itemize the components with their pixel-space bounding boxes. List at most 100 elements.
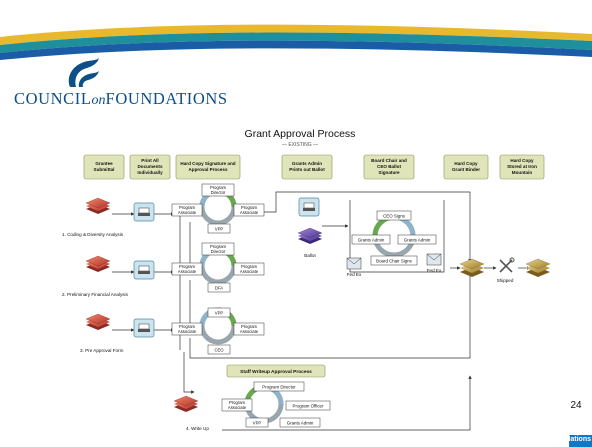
header-line: Prints out Ballot [289, 167, 325, 172]
node-text: VPP [215, 227, 224, 232]
cycle-node-right: Grants Admin [397, 234, 437, 245]
cycle-node-left: Program Associate [171, 203, 203, 217]
cycle-node-bottom: DFA [207, 282, 231, 293]
node-text: Board Chair Signs [376, 259, 412, 264]
row-labels: 1. Coding & Diversity Analysis 2. Prelim… [62, 232, 209, 431]
footer-brand-tab: ndations [569, 435, 592, 447]
node-text: CEO Signs [383, 214, 406, 219]
flame-logo-icon [68, 58, 99, 87]
printer-icon [298, 197, 320, 217]
logo-wordmark: COUNCILonFOUNDATIONS [14, 89, 228, 109]
ballot-section: Ballot CEO Signs Grants Admin Grants Adm… [297, 210, 442, 277]
header-line: Hard Copy [510, 158, 534, 163]
node-text: Associate [240, 269, 259, 274]
node-text: VPP [253, 421, 262, 426]
node-text: Program [179, 264, 196, 269]
diagram-subtitle: — EXISTING — [282, 142, 318, 148]
approval-cycle-3: VPP Program Associate Program Associate … [171, 307, 265, 355]
binder-and-shipping: Shipped [459, 257, 551, 283]
logo-text-foundations: FOUNDATIONS [105, 89, 228, 108]
cycle-node-right: Program Associate [233, 203, 265, 217]
cycle-node-top: VPP [207, 307, 231, 318]
row-label: 4. Write Up [186, 426, 209, 431]
staff-node-top: Program Director [253, 381, 305, 392]
document-stack-icon [173, 395, 199, 412]
header-line: Stored at Iron [507, 164, 537, 169]
header-line: Signature [378, 170, 400, 175]
shipped-label: Shipped [497, 278, 514, 283]
node-text: Director [211, 190, 226, 195]
header-line: Board Chair and [371, 158, 407, 163]
diagram-title: Grant Approval Process [245, 128, 356, 140]
cycle-node-right: Program Associate [233, 262, 265, 276]
node-text: Program [229, 400, 246, 405]
approval-cycle-1: Program Director Program Associate Progr… [171, 183, 265, 234]
cycle-node-bottom: Board Chair Signs [370, 255, 418, 266]
connector-lines [112, 191, 531, 431]
node-text: Associate [240, 329, 259, 334]
fedex-left: Fed Ex [347, 257, 362, 277]
staff-writeup-header: Staff Writeup Approval Process [240, 369, 312, 375]
document-stack-icon [85, 197, 111, 214]
cycle-node-bottom: VPP [207, 223, 231, 234]
node-text: Associate [178, 329, 197, 334]
grant-binder-icon [459, 258, 485, 277]
cycle-node-left: Grants Admin [351, 234, 391, 245]
node-text: CEO [214, 348, 224, 353]
column-header-iron-mountain: Hard Copy Stored at Iron Mountain [499, 154, 545, 180]
column-header-board-chair-ceo: Board Chair and CEO Ballot Signature [363, 154, 415, 180]
document-stack-icon [85, 313, 111, 330]
node-text: Program [210, 244, 227, 249]
grantee-document-stacks [85, 197, 199, 412]
node-text: Associate [178, 210, 197, 215]
node-text: Program Officer [293, 404, 324, 409]
ballot-label: Ballot [304, 253, 316, 258]
logo-text-on: on [91, 93, 106, 108]
envelope-icon [426, 253, 442, 266]
cycle-node-left: Program Associate [171, 322, 203, 336]
header-line: Submittal [94, 167, 115, 172]
staff-writeup-header-box [226, 364, 326, 378]
cycle-node-right: Program Associate [233, 322, 265, 336]
node-text: Associate [228, 405, 247, 410]
column-header-print-documents: Print All Documents Individually [129, 154, 171, 180]
staff-node-left: Program Associate [221, 398, 253, 412]
node-text: Director [211, 249, 226, 254]
column-header-hard-copy-signature: Hard Copy Signature and Approval Process [175, 154, 241, 180]
staff-node-right: Program Officer [285, 400, 331, 411]
page-number: 24 [570, 400, 582, 411]
document-stack-icon [85, 255, 111, 272]
node-text: Grants Admin [358, 238, 385, 243]
fedex-label: Fed Ex [347, 272, 362, 277]
header-line: Approval Process [188, 167, 228, 172]
row-label: 1. Coding & Diversity Analysis [62, 232, 124, 237]
header-line: Print All [141, 158, 158, 163]
cycle-node-top: CEO Signs [376, 210, 412, 221]
header-line: Grants Admin [292, 161, 322, 166]
node-text: VPP [215, 311, 224, 316]
ballot-signature-cycle: CEO Signs Grants Admin Grants Admin Boar… [351, 210, 437, 266]
column-headers: Grantee Submittal Print All Documents In… [83, 154, 545, 180]
tools-shipping-icon [499, 257, 515, 273]
staff-node-bottom-left: VPP [245, 417, 269, 428]
fedex-right: Fed Ex [426, 253, 442, 273]
header-line: CEO Ballot [377, 164, 401, 169]
cycle-node-top: Program Director [201, 242, 235, 256]
node-text: Associate [178, 269, 197, 274]
row-label: 3. Pre Approval Form [80, 348, 124, 353]
fedex-label: Fed Ex [427, 268, 442, 273]
header-line: Hard Copy Signature and [180, 161, 235, 166]
header-line: Individually [137, 170, 163, 175]
node-text: DFA [215, 286, 223, 291]
header-line: Grantee [95, 161, 113, 166]
node-text: Associate [240, 210, 259, 215]
iron-mountain-storage-icon [525, 258, 551, 277]
staff-node-bottom-right: Grants Admin [279, 417, 321, 428]
column-header-grants-admin-ballot: Grants Admin Prints out Ballot [281, 154, 333, 180]
node-text: Grants Admin [287, 421, 314, 426]
printer-icons [133, 197, 320, 338]
printer-icon [133, 202, 155, 222]
cycle-node-bottom: CEO [207, 344, 231, 355]
header-line: Mountain [512, 170, 533, 175]
